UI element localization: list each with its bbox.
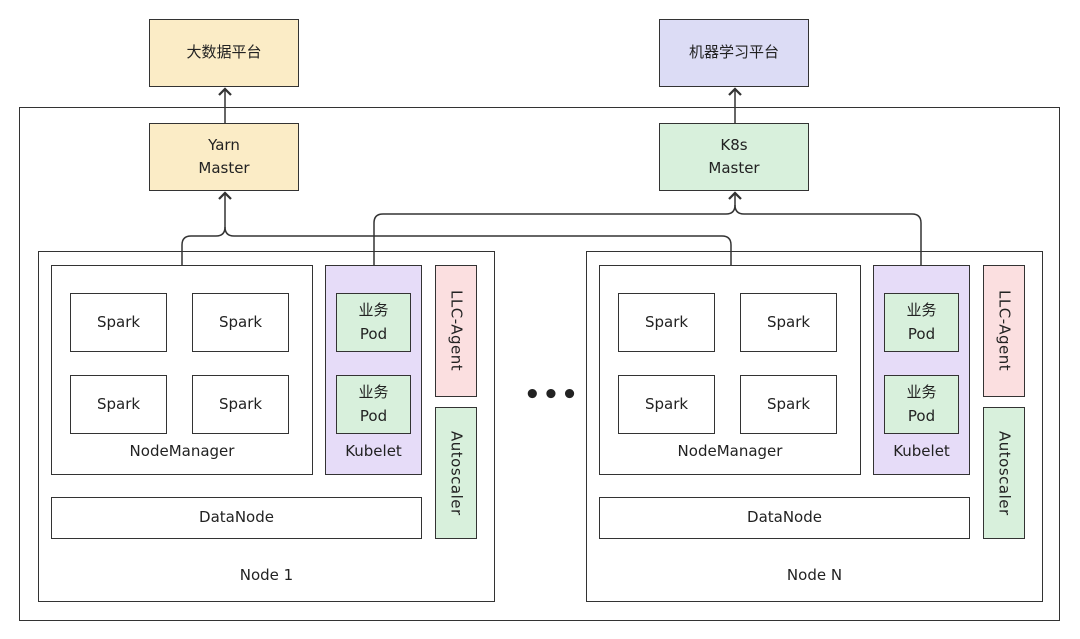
yarn-master: Yarn Master xyxy=(149,123,299,191)
spark-executor: Spark xyxy=(70,375,167,434)
autoscaler-n: Autoscaler xyxy=(983,407,1025,539)
more-nodes-ellipsis: ••• xyxy=(524,380,580,410)
llc-agent-n: LLC-Agent xyxy=(983,265,1025,397)
autoscaler-1: Autoscaler xyxy=(435,407,477,539)
business-pod: 业务 Pod xyxy=(884,293,959,352)
kubelet-label: Kubelet xyxy=(893,442,950,460)
yarn-master-label: Yarn Master xyxy=(198,135,250,177)
platform-bigdata-label: 大数据平台 xyxy=(186,43,262,62)
spark-executor: Spark xyxy=(618,293,715,352)
nodemanager-label: NodeManager xyxy=(677,442,783,460)
autoscaler-label: Autoscaler xyxy=(447,430,466,516)
spark-executor: Spark xyxy=(192,375,289,434)
llc-agent-label: LLC-Agent xyxy=(995,290,1014,372)
datanode-label: DataNode xyxy=(199,508,274,527)
datanode-n: DataNode xyxy=(599,497,970,539)
nodemanager-n xyxy=(599,265,861,475)
platform-ml: 机器学习平台 xyxy=(659,19,809,87)
business-pod: 业务 Pod xyxy=(336,375,411,434)
nodemanager-1 xyxy=(51,265,313,475)
cluster-frame xyxy=(19,107,1060,621)
spark-executor: Spark xyxy=(740,375,837,434)
spark-executor: Spark xyxy=(70,293,167,352)
nodemanager-label: NodeManager xyxy=(129,442,235,460)
datanode-label: DataNode xyxy=(747,508,822,527)
node-n xyxy=(586,251,1043,602)
spark-executor: Spark xyxy=(740,293,837,352)
llc-agent-label: LLC-Agent xyxy=(447,290,466,372)
business-pod: 业务 Pod xyxy=(884,375,959,434)
datanode-1: DataNode xyxy=(51,497,422,539)
spark-executor: Spark xyxy=(192,293,289,352)
spark-executor: Spark xyxy=(618,375,715,434)
kubelet-label: Kubelet xyxy=(345,442,402,460)
node-1 xyxy=(38,251,495,602)
platform-ml-label: 机器学习平台 xyxy=(688,43,779,62)
k8s-master: K8s Master xyxy=(659,123,809,191)
llc-agent-1: LLC-Agent xyxy=(435,265,477,397)
platform-bigdata: 大数据平台 xyxy=(149,19,299,87)
node-n-label: Node N xyxy=(786,566,843,584)
business-pod: 业务 Pod xyxy=(336,293,411,352)
node-1-label: Node 1 xyxy=(239,566,294,584)
autoscaler-label: Autoscaler xyxy=(995,430,1014,516)
k8s-master-label: K8s Master xyxy=(708,135,760,177)
